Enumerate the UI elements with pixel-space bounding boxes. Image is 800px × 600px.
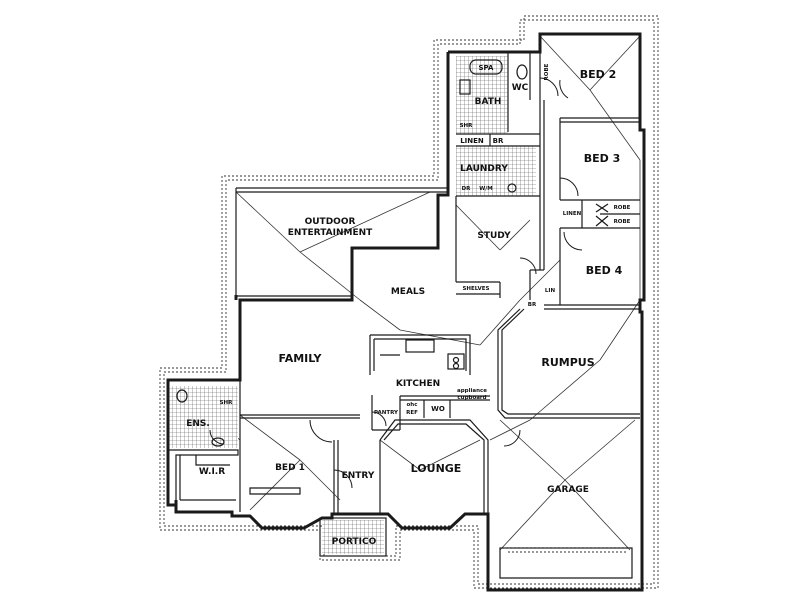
roof-outline (159, 15, 659, 589)
bath-basin-icon (459, 79, 471, 95)
room-label-bed2: BED 2 (580, 68, 617, 81)
room-label-meals: MEALS (391, 287, 425, 297)
room-label-family: FAMILY (278, 352, 322, 365)
room-label-ref: REF (406, 410, 418, 416)
cooktop-burner-icon (452, 356, 460, 364)
room-label-ens: ENS. (186, 419, 210, 429)
room-label-bed3: BED 3 (584, 152, 621, 165)
room-label-br-mid: BR (528, 302, 537, 308)
room-label-bed4: BED 4 (586, 264, 623, 277)
room-label-robe-mid1: ROBE (614, 205, 631, 211)
room-label-shelves: SHELVES (462, 286, 489, 292)
laundry-tub-icon (507, 183, 517, 193)
room-label-shr-top: SHR (460, 123, 474, 129)
room-label-robe-mid2: ROBE (614, 219, 631, 225)
room-label-br-top: BR (493, 137, 504, 145)
room-label-portico: PORTICO (332, 537, 377, 547)
room-label-linen-top: LINEN (460, 137, 484, 145)
room-label-shr-ens: SHR (220, 400, 234, 406)
room-label-robe-top: ROBE (544, 63, 550, 80)
room-label-laundry: LAUNDRY (460, 164, 508, 174)
room-label-ohc: ohc (407, 402, 418, 408)
room-label-pantry: PANTRY (374, 410, 399, 416)
room-label-entry: ENTRY (342, 471, 375, 481)
door-swings (209, 77, 583, 489)
room-label-bath: BATH (475, 97, 502, 107)
room-label-outdoor-line1: OUTDOOR (305, 217, 356, 227)
room-label-study: STUDY (477, 231, 511, 241)
robe-cross-icon (595, 203, 609, 213)
internal-walls (168, 52, 640, 579)
ensuite-basin-icon (211, 437, 225, 447)
tiled-areas (168, 56, 536, 448)
room-label-garage: GARAGE (547, 485, 589, 495)
room-label-appliance-line2: cupboard (457, 395, 486, 401)
ensuite-toilet-icon (176, 389, 188, 403)
cooktop-burner-icon (452, 362, 460, 370)
room-label-outdoor-line2: ENTERTAINMENT (288, 228, 373, 238)
room-label-lounge: LOUNGE (411, 462, 462, 475)
room-label-spa: SPA (479, 64, 495, 72)
fixtures (176, 59, 609, 447)
room-label-appliance-line1: appliance (457, 388, 487, 394)
room-label-bed1: BED 1 (275, 463, 305, 473)
robe-cross-icon (595, 215, 609, 227)
room-label-wir: W.I.R (199, 467, 225, 477)
room-label-rumpus: RUMPUS (541, 356, 594, 369)
room-label-lin: LIN (545, 288, 556, 294)
room-label-dr: DR (462, 186, 472, 192)
room-label-wm: W/M (479, 186, 493, 192)
room-label-wc: WC (512, 83, 529, 93)
toilet-icon (516, 64, 528, 80)
room-label-kitchen: KITCHEN (396, 379, 440, 389)
room-labels: BED 2 BED 3 BED 4 BATH SPA WC ROBE LINEN… (186, 63, 630, 547)
spa-tub-icon (469, 59, 503, 75)
room-label-wo: WO (431, 405, 445, 413)
room-label-linen-mid: LINEN (563, 211, 582, 217)
